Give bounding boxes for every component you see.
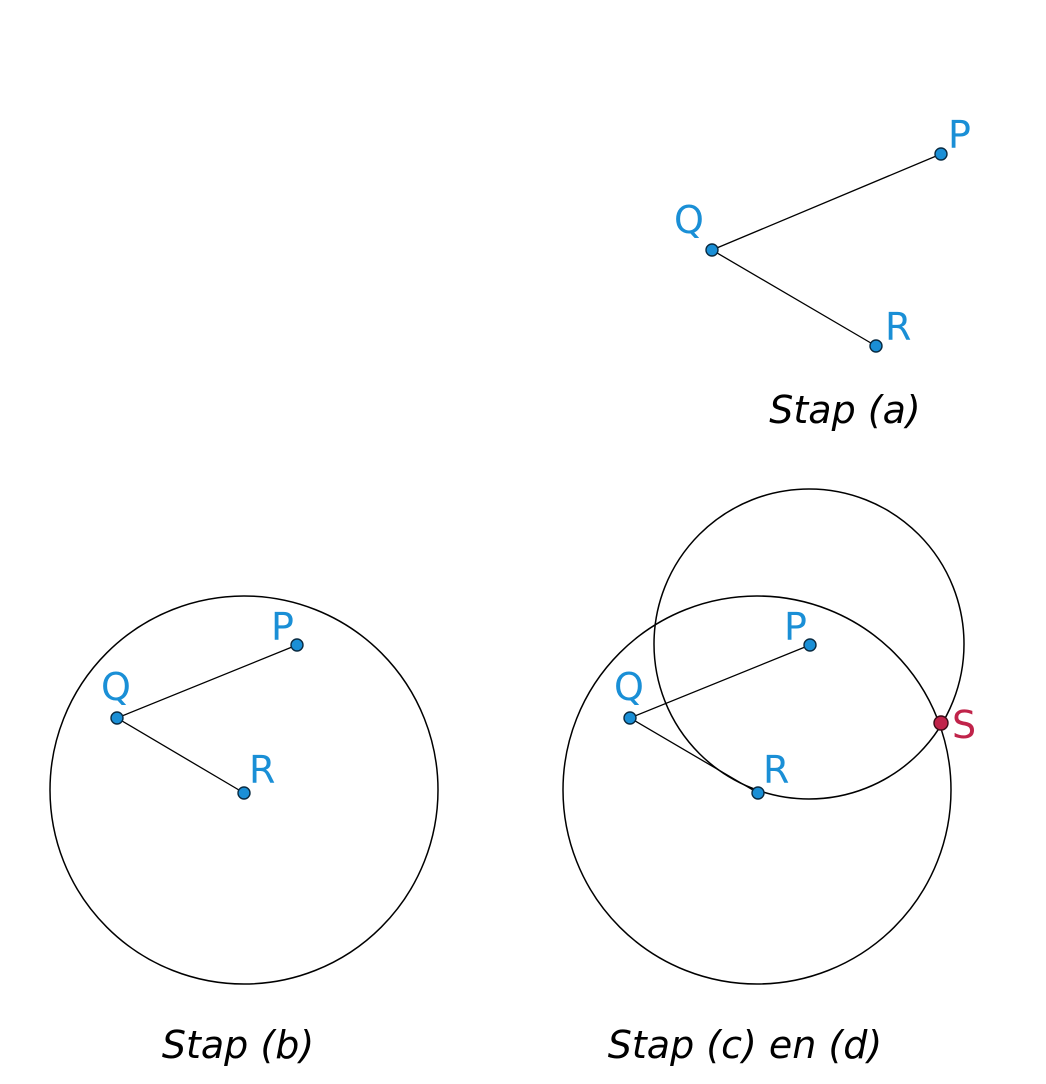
caption-b: Stap (b) (162, 1023, 314, 1067)
circle-center-r (562, 595, 952, 985)
caption-cd: Stap (c) en (d) (608, 1023, 882, 1067)
point-p (803, 638, 817, 652)
label-r: R (249, 748, 275, 792)
panel-b: P Q R Stap (b) (49, 595, 439, 1067)
label-s: S (952, 703, 976, 747)
point-q (623, 711, 637, 725)
segment-qp (116, 644, 298, 719)
label-q: Q (101, 665, 131, 709)
segment-qp (711, 153, 942, 251)
label-q: Q (614, 665, 644, 709)
panel-cd: P Q R S Stap (c) en (d) (562, 488, 976, 1067)
segment-qr (629, 717, 759, 794)
label-p: P (784, 605, 807, 649)
point-r (751, 786, 765, 800)
panel-a: P Q R Stap (a) (674, 113, 971, 432)
point-r (869, 339, 883, 353)
point-s (933, 715, 949, 731)
point-p (290, 638, 304, 652)
label-q: Q (674, 198, 704, 242)
label-p: P (271, 605, 294, 649)
point-q (110, 711, 124, 725)
circle-center-p (653, 488, 965, 800)
point-p (934, 147, 948, 161)
caption-a: Stap (a) (769, 388, 920, 432)
label-r: R (763, 748, 789, 792)
segment-qp (629, 644, 811, 719)
segment-qr (116, 717, 245, 794)
segment-qr (711, 249, 877, 347)
point-r (237, 786, 251, 800)
point-q (705, 243, 719, 257)
label-r: R (885, 305, 911, 349)
label-p: P (948, 113, 971, 157)
circle-center-r (49, 595, 439, 985)
